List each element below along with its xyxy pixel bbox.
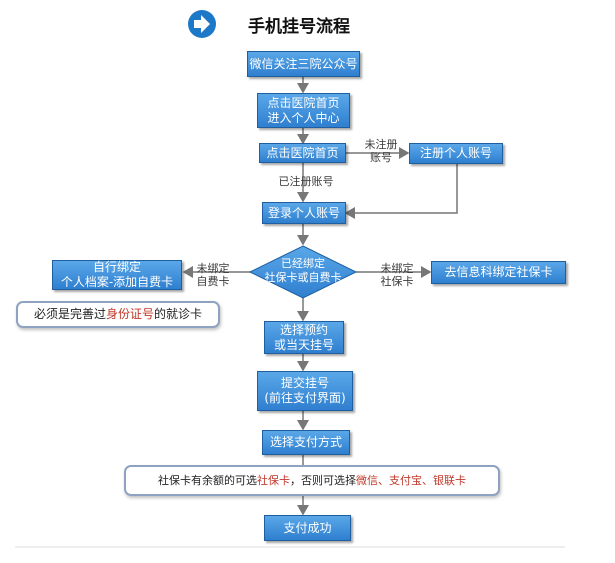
- step-choose-line2: 或当天挂号: [273, 337, 334, 352]
- label-unregistered-line2: 账号: [370, 151, 392, 164]
- step-login-label: 登录个人账号: [267, 205, 340, 220]
- step-self-bind-line2: 个人档案-添加自费卡: [60, 275, 174, 289]
- step-social-bind-label: 去信息科绑定社保卡: [444, 265, 553, 279]
- step-follow-label: 微信关注三院公众号: [249, 56, 358, 71]
- label-unbound-self: 未绑定 自费卡: [188, 262, 238, 288]
- label-registered: 已注册账号: [278, 175, 334, 188]
- decision-text: 已经绑定 社保卡或自费卡: [250, 257, 356, 285]
- label-unbound-self-line2: 自费卡: [196, 275, 230, 288]
- right-arrow-circle-icon: [188, 10, 216, 38]
- label-unbound-social: 未绑定 社保卡: [372, 262, 422, 288]
- id-card-note: 必须是完善过身份证号的就诊卡: [16, 301, 220, 328]
- step-register-account: 注册个人账号: [409, 143, 503, 164]
- step-follow-account: 微信关注三院公众号: [247, 51, 360, 77]
- step-submit: 提交挂号 (前往支付界面): [257, 371, 353, 411]
- label-unregistered-line1: 未注册: [364, 138, 398, 151]
- label-unbound-self-line1: 未绑定: [196, 262, 230, 275]
- pay-note-highlight-methods: 微信、支付宝、银联卡: [356, 474, 466, 487]
- arrow-register-to-login: [344, 164, 458, 219]
- decision-diamond: [248, 245, 358, 299]
- step-submit-line2: (前往支付界面): [264, 391, 346, 405]
- step-self-bind-line1: 自行绑定: [92, 260, 141, 274]
- label-unregistered: 未注册 账号: [356, 138, 406, 164]
- page-title: 手机挂号流程: [248, 17, 350, 37]
- label-unbound-social-line2: 社保卡: [380, 275, 414, 288]
- decision-line1: 已经绑定: [281, 257, 325, 270]
- decision-line2: 社保卡或自费卡: [264, 271, 342, 284]
- step-pay-method: 选择支付方式: [262, 430, 350, 455]
- step-pay-method-label: 选择支付方式: [269, 435, 342, 449]
- id-note-suffix: 的就诊卡: [154, 307, 203, 321]
- step-pay-success: 支付成功: [264, 515, 351, 541]
- step-submit-line1: 提交挂号: [280, 376, 329, 390]
- pay-note-highlight-social: 社保卡: [257, 474, 290, 487]
- step-self-bind: 自行绑定 个人档案-添加自费卡: [52, 260, 182, 290]
- payment-note: 社保卡有余额的可选社保卡，否则可选择微信、支付宝、银联卡: [124, 465, 500, 496]
- label-unbound-social-line1: 未绑定: [380, 262, 414, 275]
- step-choose-line1: 选择预约: [279, 322, 328, 337]
- step-success-label: 支付成功: [283, 520, 332, 535]
- step-home1-line2: 进入个人中心: [267, 110, 340, 125]
- step-social-bind: 去信息科绑定社保卡: [431, 261, 566, 284]
- id-note-prefix: 必须是完善过: [33, 307, 106, 321]
- id-note-highlight: 身份证号: [105, 307, 154, 321]
- step-register-label: 注册个人账号: [419, 146, 492, 160]
- step-choose-appointment: 选择预约 或当天挂号: [264, 321, 344, 354]
- step-hospital-home-2: 点击医院首页: [259, 143, 346, 163]
- step-home2-label: 点击医院首页: [266, 145, 339, 160]
- step-login-account: 登录个人账号: [262, 202, 346, 224]
- step-home1-line1: 点击医院首页: [267, 95, 340, 110]
- pay-note-middle: ，否则可选择: [290, 474, 356, 487]
- step-hospital-home: 点击医院首页 进入个人中心: [257, 93, 350, 128]
- pay-note-prefix: 社保卡有余额的可选: [158, 474, 257, 487]
